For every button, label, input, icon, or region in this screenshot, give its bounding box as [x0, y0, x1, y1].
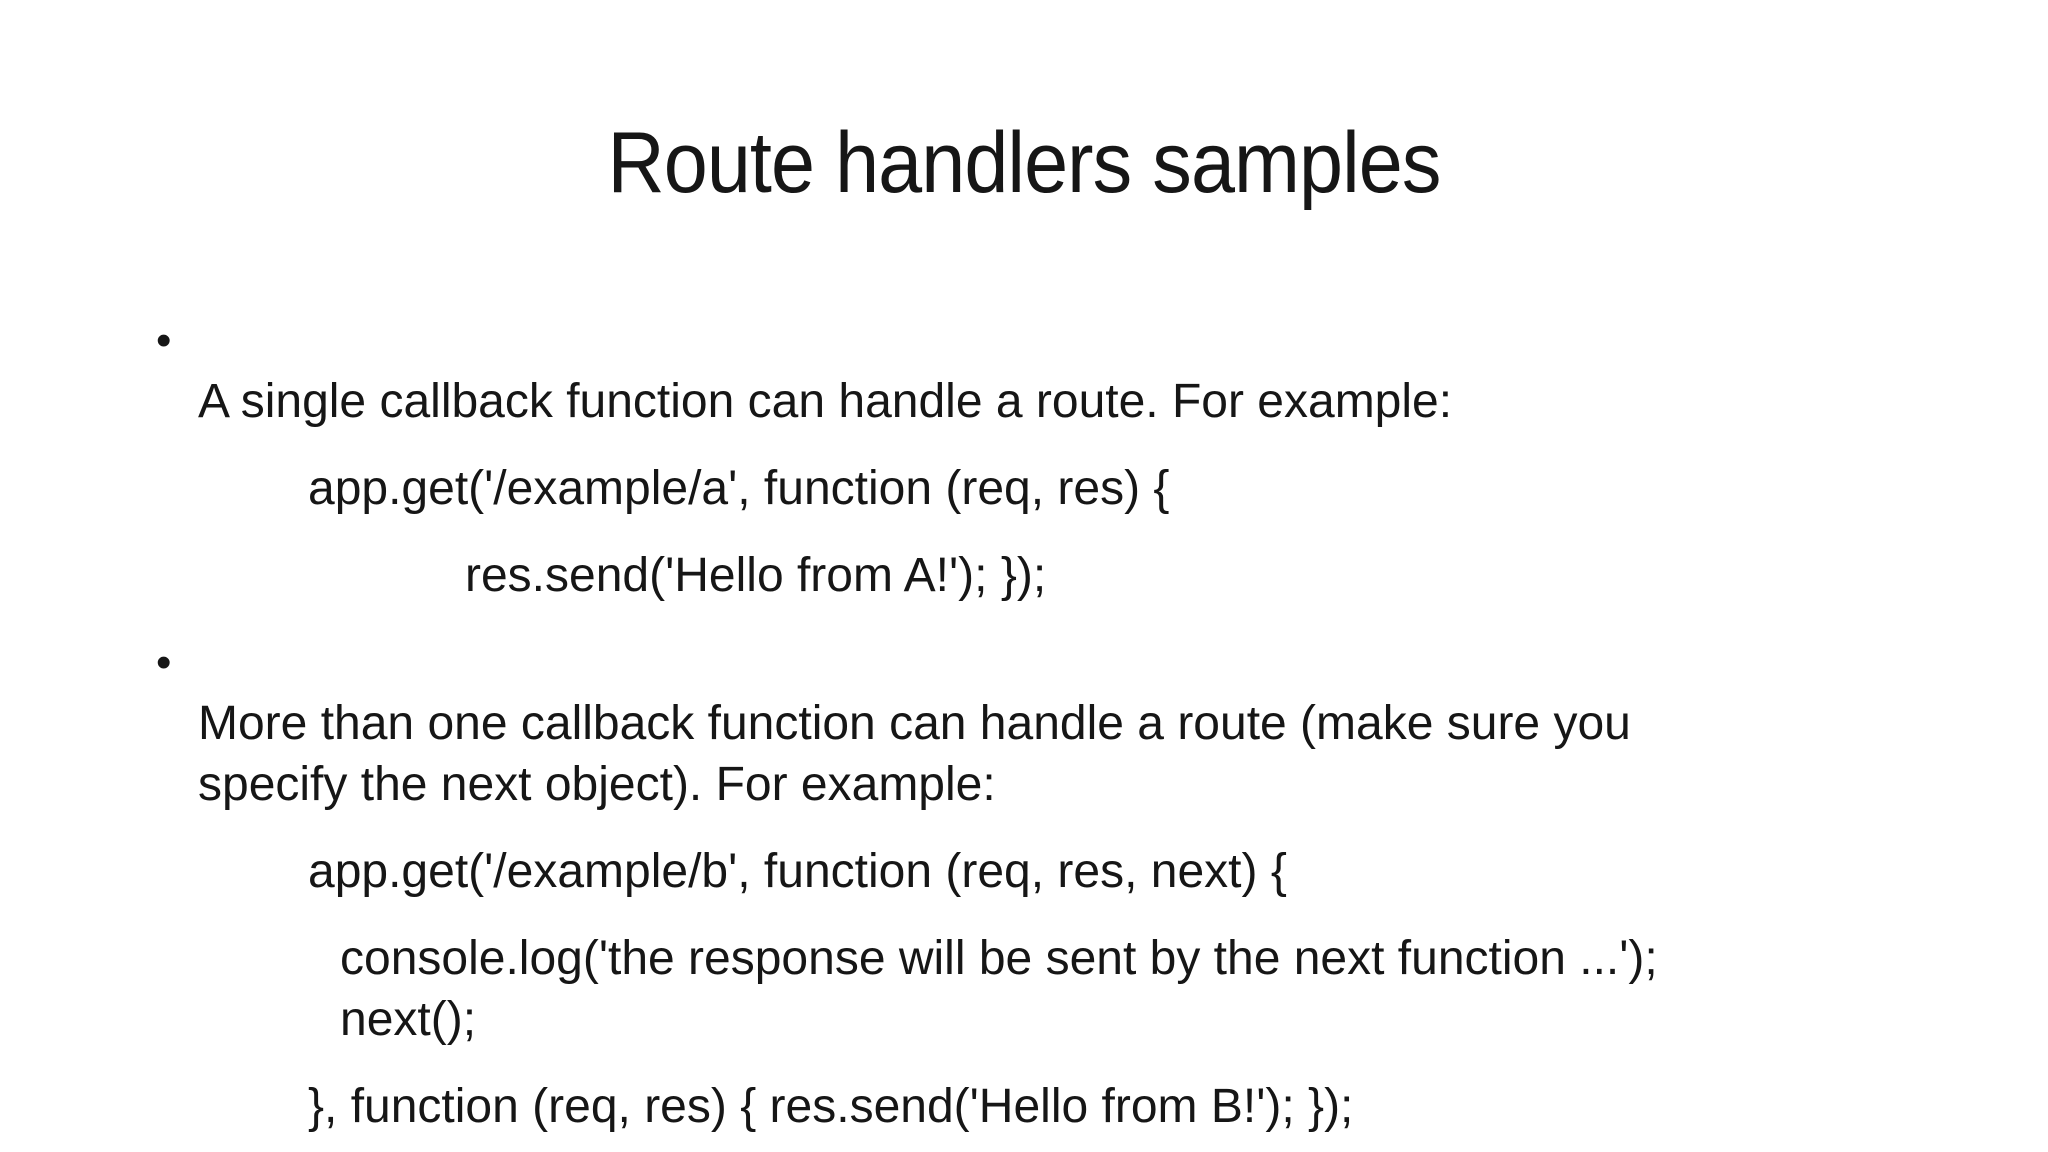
code-line-next: next(); — [340, 993, 477, 1046]
code-line-app-get-a: app.get('/example/a', function (req, res… — [308, 462, 1170, 515]
code-line-console-log: console.log('the response will be sent b… — [340, 932, 1658, 985]
code-line-res-send-b: }, function (req, res) { res.send('Hello… — [308, 1080, 1354, 1133]
code-line-app-get-b: app.get('/example/b', function (req, res… — [308, 845, 1287, 898]
bullet-marker-icon: • — [156, 638, 172, 687]
bullet-item-2: • More than one callback function can han… — [0, 632, 1958, 815]
bullet-1-text: A single callback function can handle a … — [198, 375, 1453, 428]
bullet-2-text: More than one callback function can hand… — [198, 697, 1631, 811]
bullet-item-1: • A single callback function can handle a… — [0, 310, 1958, 432]
code-line-res-send-a: res.send('Hello from A!'); }); — [465, 549, 1047, 602]
slide-body: • A single callback function can handle a… — [0, 310, 2048, 1152]
slide-title: Route handlers samples — [607, 115, 1442, 211]
bullet-marker-icon: • — [156, 316, 172, 365]
